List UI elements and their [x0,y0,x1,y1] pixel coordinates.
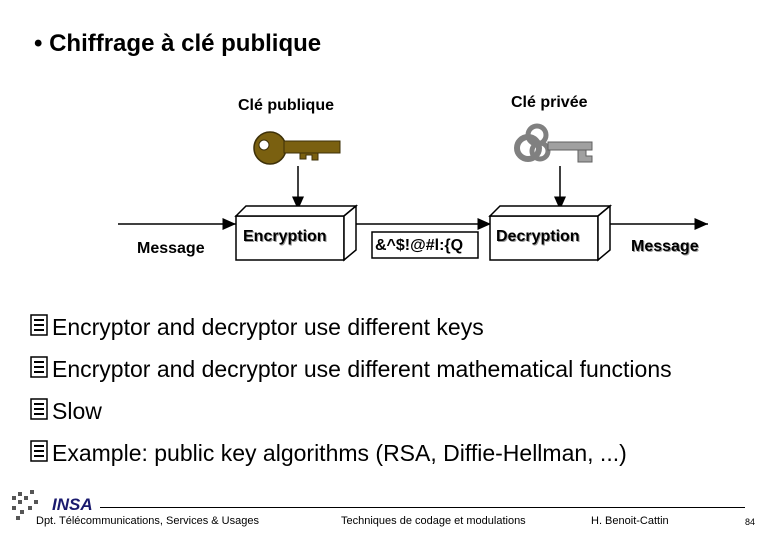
bullet-text: Encryptor and decryptor use different ma… [52,355,672,382]
bullet-list: Encryptor and decryptor use different ke… [30,306,672,474]
encryption-box [234,204,359,262]
footer-rule [100,507,745,508]
page-number: 84 [745,517,756,527]
message-output-label: Message [631,238,699,255]
bullet-item: Encryptor and decryptor use different ke… [30,306,672,348]
svg-text:INSA: INSA [52,495,93,514]
private-key-label: Clé privée [511,94,588,111]
bullet-icon [30,398,48,420]
ciphertext-box [371,231,479,259]
encryption-diagram [118,123,708,262]
public-key-label: Clé publique [238,97,334,114]
footer-author: H. Benoit-Cattin [591,515,669,527]
encryption-label: Encryption [243,228,327,245]
bullet-icon [30,440,48,462]
message-input-label: Message [137,240,205,257]
footer-course: Techniques de codage et modulations [341,515,526,527]
bullet-icon [30,356,48,378]
bullet-item: Example: public key algorithms (RSA, Dif… [30,432,672,474]
footer-department: Dpt. Télécommunications, Services & Usag… [36,515,259,527]
bullet-item: Slow [30,390,672,432]
private-key-icon [514,123,593,163]
ciphertext-label: &^$!@#l:{Q [375,237,464,254]
bullet-text: Example: public key algorithms (RSA, Dif… [52,439,627,466]
bullet-icon [30,314,48,336]
bullet-text: Encryptor and decryptor use different ke… [52,313,484,340]
public-key-icon [253,131,341,165]
insa-logo: INSA [12,490,93,520]
bullet-item: Encryptor and decryptor use different ma… [30,348,672,390]
decryption-box [488,204,613,262]
slide-title: • Chiffrage à clé publique [34,30,322,57]
bullet-text: Slow [52,397,102,424]
decryption-label: Decryption [496,228,580,245]
